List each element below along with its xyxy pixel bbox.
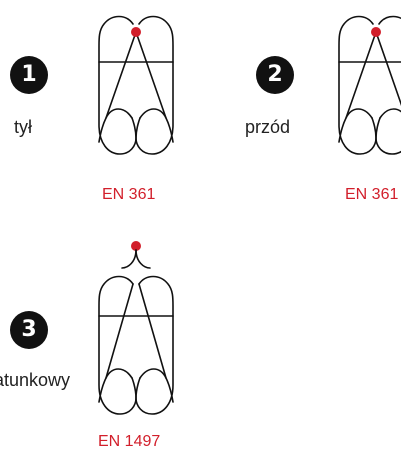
harness-cross-strap-right	[375, 31, 401, 107]
harness-back-diagram	[98, 15, 174, 155]
harness-rescue-diagram	[98, 241, 174, 415]
attachment-point-dot	[371, 27, 381, 37]
attachment-label-rescue: ratunkowy	[0, 370, 71, 390]
harness-left-leg-loop	[98, 368, 133, 403]
attachment-label-back: tył	[14, 117, 32, 137]
harness-outline-right	[375, 15, 401, 155]
harness-left-leg-loop	[338, 108, 373, 143]
harness-outline-right	[135, 15, 174, 155]
standard-label-2: EN 361	[345, 186, 399, 203]
harness-right-leg-loop	[379, 108, 401, 119]
harness-cross-strap-left	[345, 31, 377, 119]
harness-right-leg-loop	[139, 108, 174, 143]
attachment-point-dot	[131, 241, 141, 251]
attachment-point-dot	[131, 27, 141, 37]
harness-cross-strap-right	[135, 31, 167, 119]
harness-cross-strap-left	[105, 31, 137, 119]
attachment-label-front: przód	[245, 117, 291, 137]
harness-cross-strap-right	[138, 283, 167, 379]
harness-shoulder-loop	[135, 249, 151, 269]
harness-front-diagram	[338, 15, 401, 155]
harness-right-leg-loop	[139, 368, 174, 403]
standard-label-3: EN 1497	[98, 433, 161, 450]
standard-label-1: EN 361	[102, 186, 156, 203]
number-badge-1: 1	[10, 56, 48, 94]
number-badge-3: 3	[10, 311, 48, 349]
number-badge-2: 2	[256, 56, 294, 94]
harness-left-leg-loop	[98, 108, 133, 143]
harness-shoulder-loop	[121, 249, 137, 269]
harness-cross-strap-left	[105, 283, 134, 379]
harness-outline-left	[98, 275, 137, 415]
harness-outline-right	[135, 275, 174, 415]
